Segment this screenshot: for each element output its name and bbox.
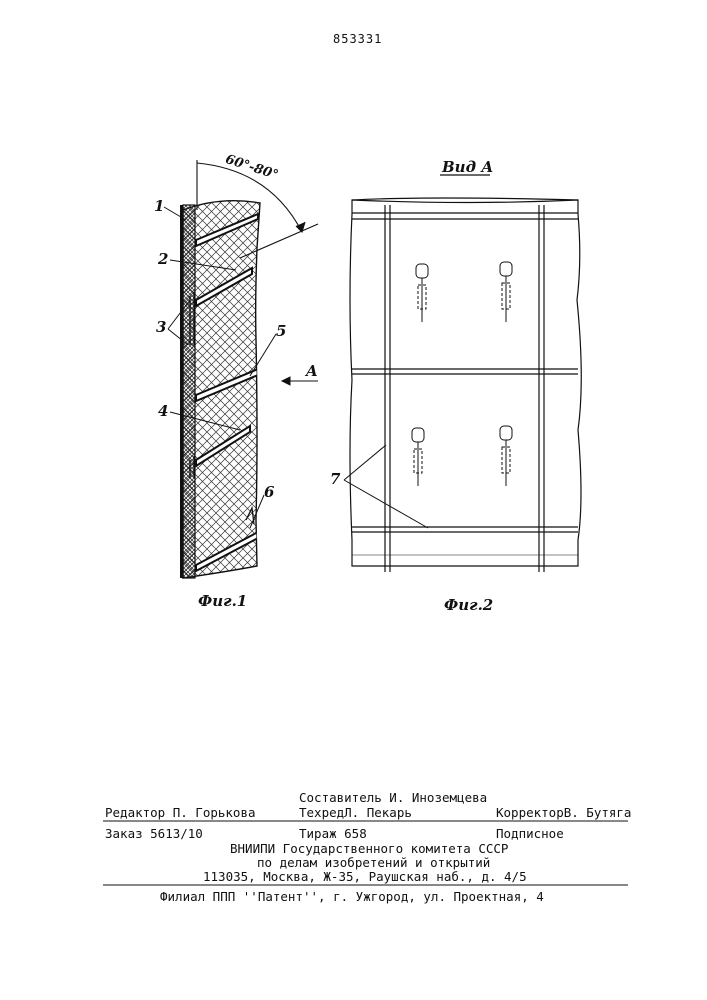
footer-rules [0, 0, 707, 1000]
